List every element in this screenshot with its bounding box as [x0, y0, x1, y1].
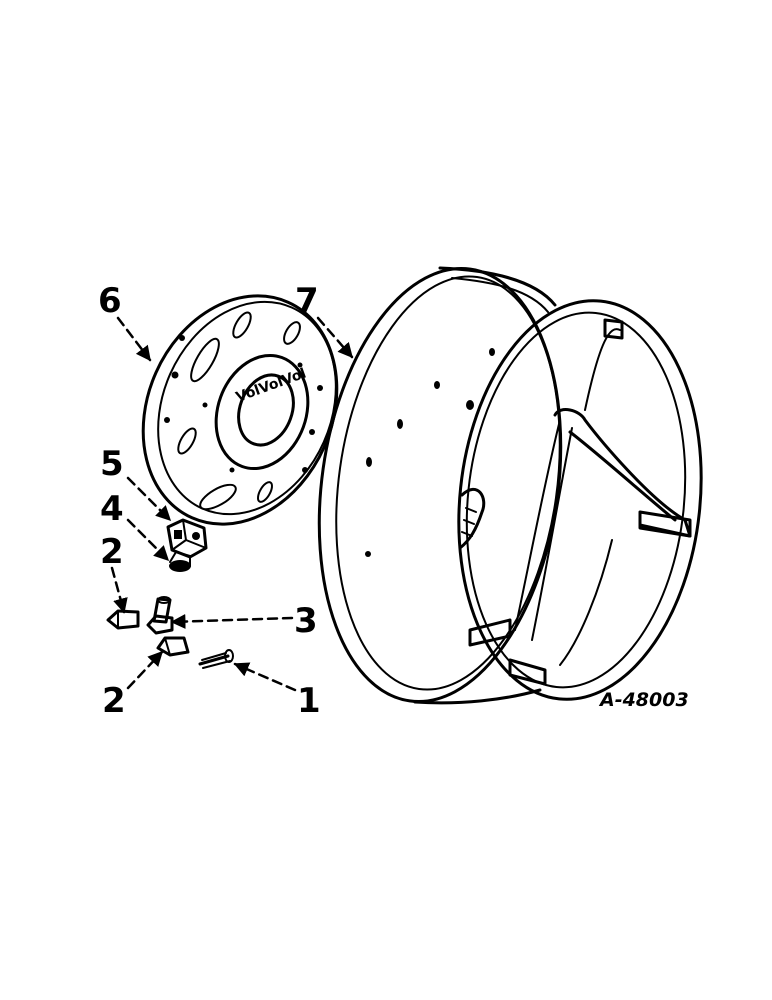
callout-3: 3 [294, 601, 318, 641]
leader-4 [126, 518, 170, 562]
wheel-nut [166, 518, 208, 559]
wheel-disc [141, 294, 339, 526]
reference-code: A-48003 [598, 689, 689, 711]
wheel-bolt [169, 551, 191, 572]
leader-6 [116, 316, 152, 362]
callout-1: 1 [297, 681, 321, 721]
leader-3 [170, 614, 294, 630]
callout-2b: 2 [102, 681, 126, 721]
clamp-upper [106, 609, 140, 630]
callout-5: 5 [100, 444, 124, 484]
leader-2b [126, 650, 164, 690]
callout-4: 4 [100, 489, 124, 529]
callout-7: 7 [295, 281, 319, 321]
leader-5 [126, 476, 172, 522]
stud [146, 596, 174, 635]
leader-2a [110, 566, 128, 614]
rim [317, 266, 703, 705]
clamp-lower [156, 636, 190, 657]
leader-1 [233, 662, 297, 692]
bolt-pin [198, 649, 234, 669]
leader-7 [316, 316, 354, 359]
disc-hub-text: VolVolVol [234, 366, 309, 406]
callout-6: 6 [98, 281, 122, 321]
callout-2a: 2 [100, 532, 124, 572]
